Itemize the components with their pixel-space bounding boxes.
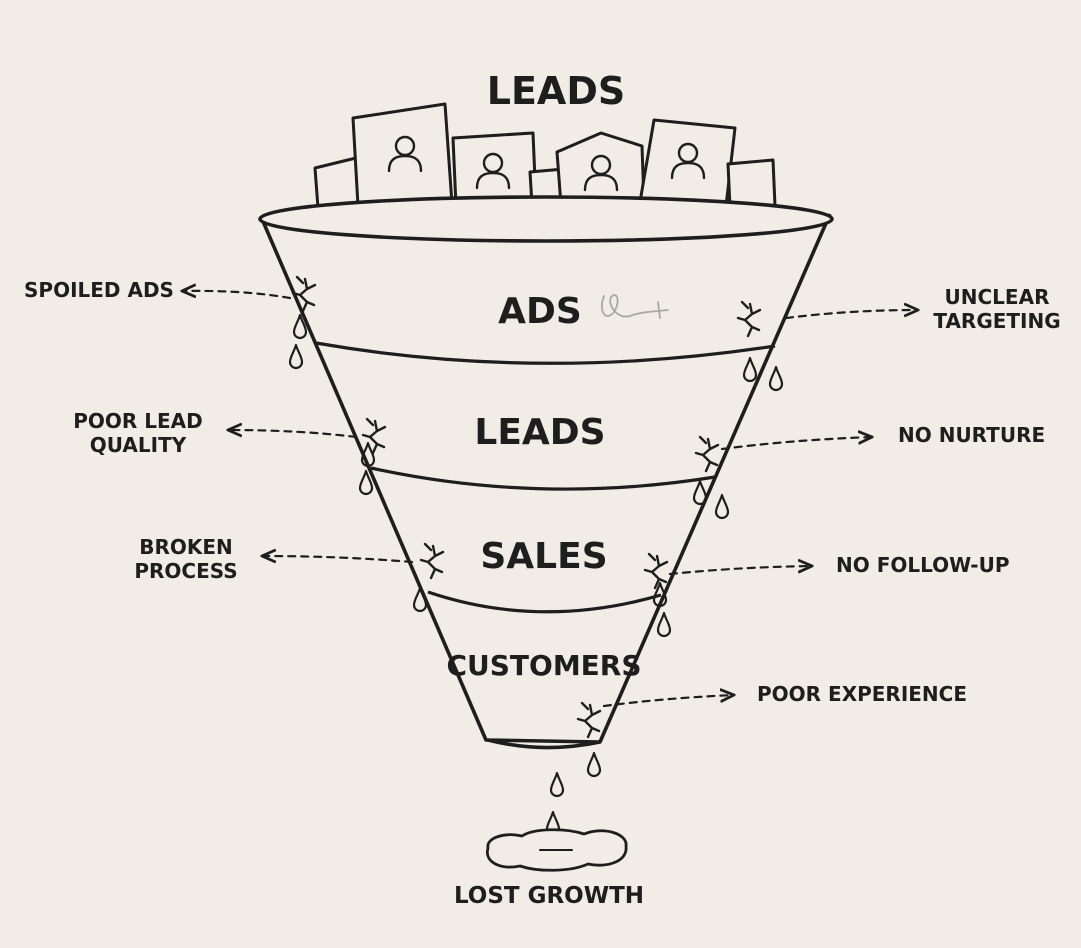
dashed-arrow-icon bbox=[182, 291, 292, 300]
dashed-arrow-icon bbox=[228, 430, 358, 439]
crack-icon bbox=[419, 542, 445, 580]
drop-icon bbox=[714, 493, 730, 520]
leak-label-line: PROCESS bbox=[134, 559, 238, 584]
leak-label-poor-lead-quality: POOR LEAD QUALITY bbox=[73, 409, 203, 458]
lead-cards bbox=[313, 102, 777, 210]
leak-label-line: TARGETING bbox=[933, 309, 1061, 334]
leak-label-line: QUALITY bbox=[89, 433, 187, 458]
lead-card-icon bbox=[726, 158, 777, 209]
lead-card-icon bbox=[555, 131, 646, 207]
drop-icon bbox=[412, 586, 428, 613]
top-label: LEADS bbox=[486, 69, 626, 113]
leak-label-spoiled-ads: SPOILED ADS bbox=[24, 278, 174, 302]
outcome-label: LOST GROWTH bbox=[453, 883, 645, 909]
leak-label-broken-process: BROKEN PROCESS bbox=[134, 535, 237, 584]
crack-icon bbox=[694, 435, 720, 473]
dashed-arrow-icon bbox=[668, 566, 812, 576]
leak-label-poor-experience: POOR EXPERIENCE bbox=[757, 682, 968, 706]
lead-card-icon bbox=[638, 118, 737, 208]
drop-icon bbox=[692, 479, 708, 506]
signature-mark bbox=[601, 294, 669, 319]
dashed-arrow-icon bbox=[262, 556, 414, 562]
funnel-body bbox=[258, 195, 834, 750]
drop-icon bbox=[768, 365, 784, 392]
drop-icon bbox=[656, 611, 672, 638]
lead-card-icon bbox=[451, 131, 538, 208]
leak-arrows bbox=[182, 291, 918, 708]
drop-icon bbox=[742, 356, 758, 383]
dashed-arrow-icon bbox=[784, 310, 918, 320]
leak-label-line: POOR LEAD bbox=[73, 409, 203, 433]
crack-icon bbox=[643, 552, 669, 590]
dashed-arrow-icon bbox=[720, 437, 872, 451]
drop-icon bbox=[288, 343, 304, 370]
stage-label-ads: ADS bbox=[498, 291, 582, 332]
stage-label-customers: CUSTOMERS bbox=[446, 649, 642, 682]
drop-icon bbox=[586, 751, 602, 778]
leak-label-no-follow-up: NO FOLLOW-UP bbox=[836, 553, 1010, 577]
dashed-arrow-icon bbox=[602, 695, 734, 708]
crack-icon bbox=[736, 300, 762, 338]
crack-icon bbox=[576, 701, 602, 739]
leak-label-line: UNCLEAR bbox=[944, 285, 1050, 309]
stage-label-sales: SALES bbox=[480, 536, 608, 577]
stage-label-leads: LEADS bbox=[474, 412, 606, 453]
crack-icon bbox=[291, 275, 317, 313]
lead-card-icon bbox=[351, 102, 454, 208]
leak-label-unclear-targeting: UNCLEAR TARGETING bbox=[933, 285, 1060, 334]
drop-icon bbox=[549, 771, 565, 798]
leak-label-no-nurture: NO NURTURE bbox=[898, 423, 1046, 447]
puddle-icon bbox=[486, 828, 628, 872]
leak-label-line: BROKEN bbox=[139, 535, 233, 559]
